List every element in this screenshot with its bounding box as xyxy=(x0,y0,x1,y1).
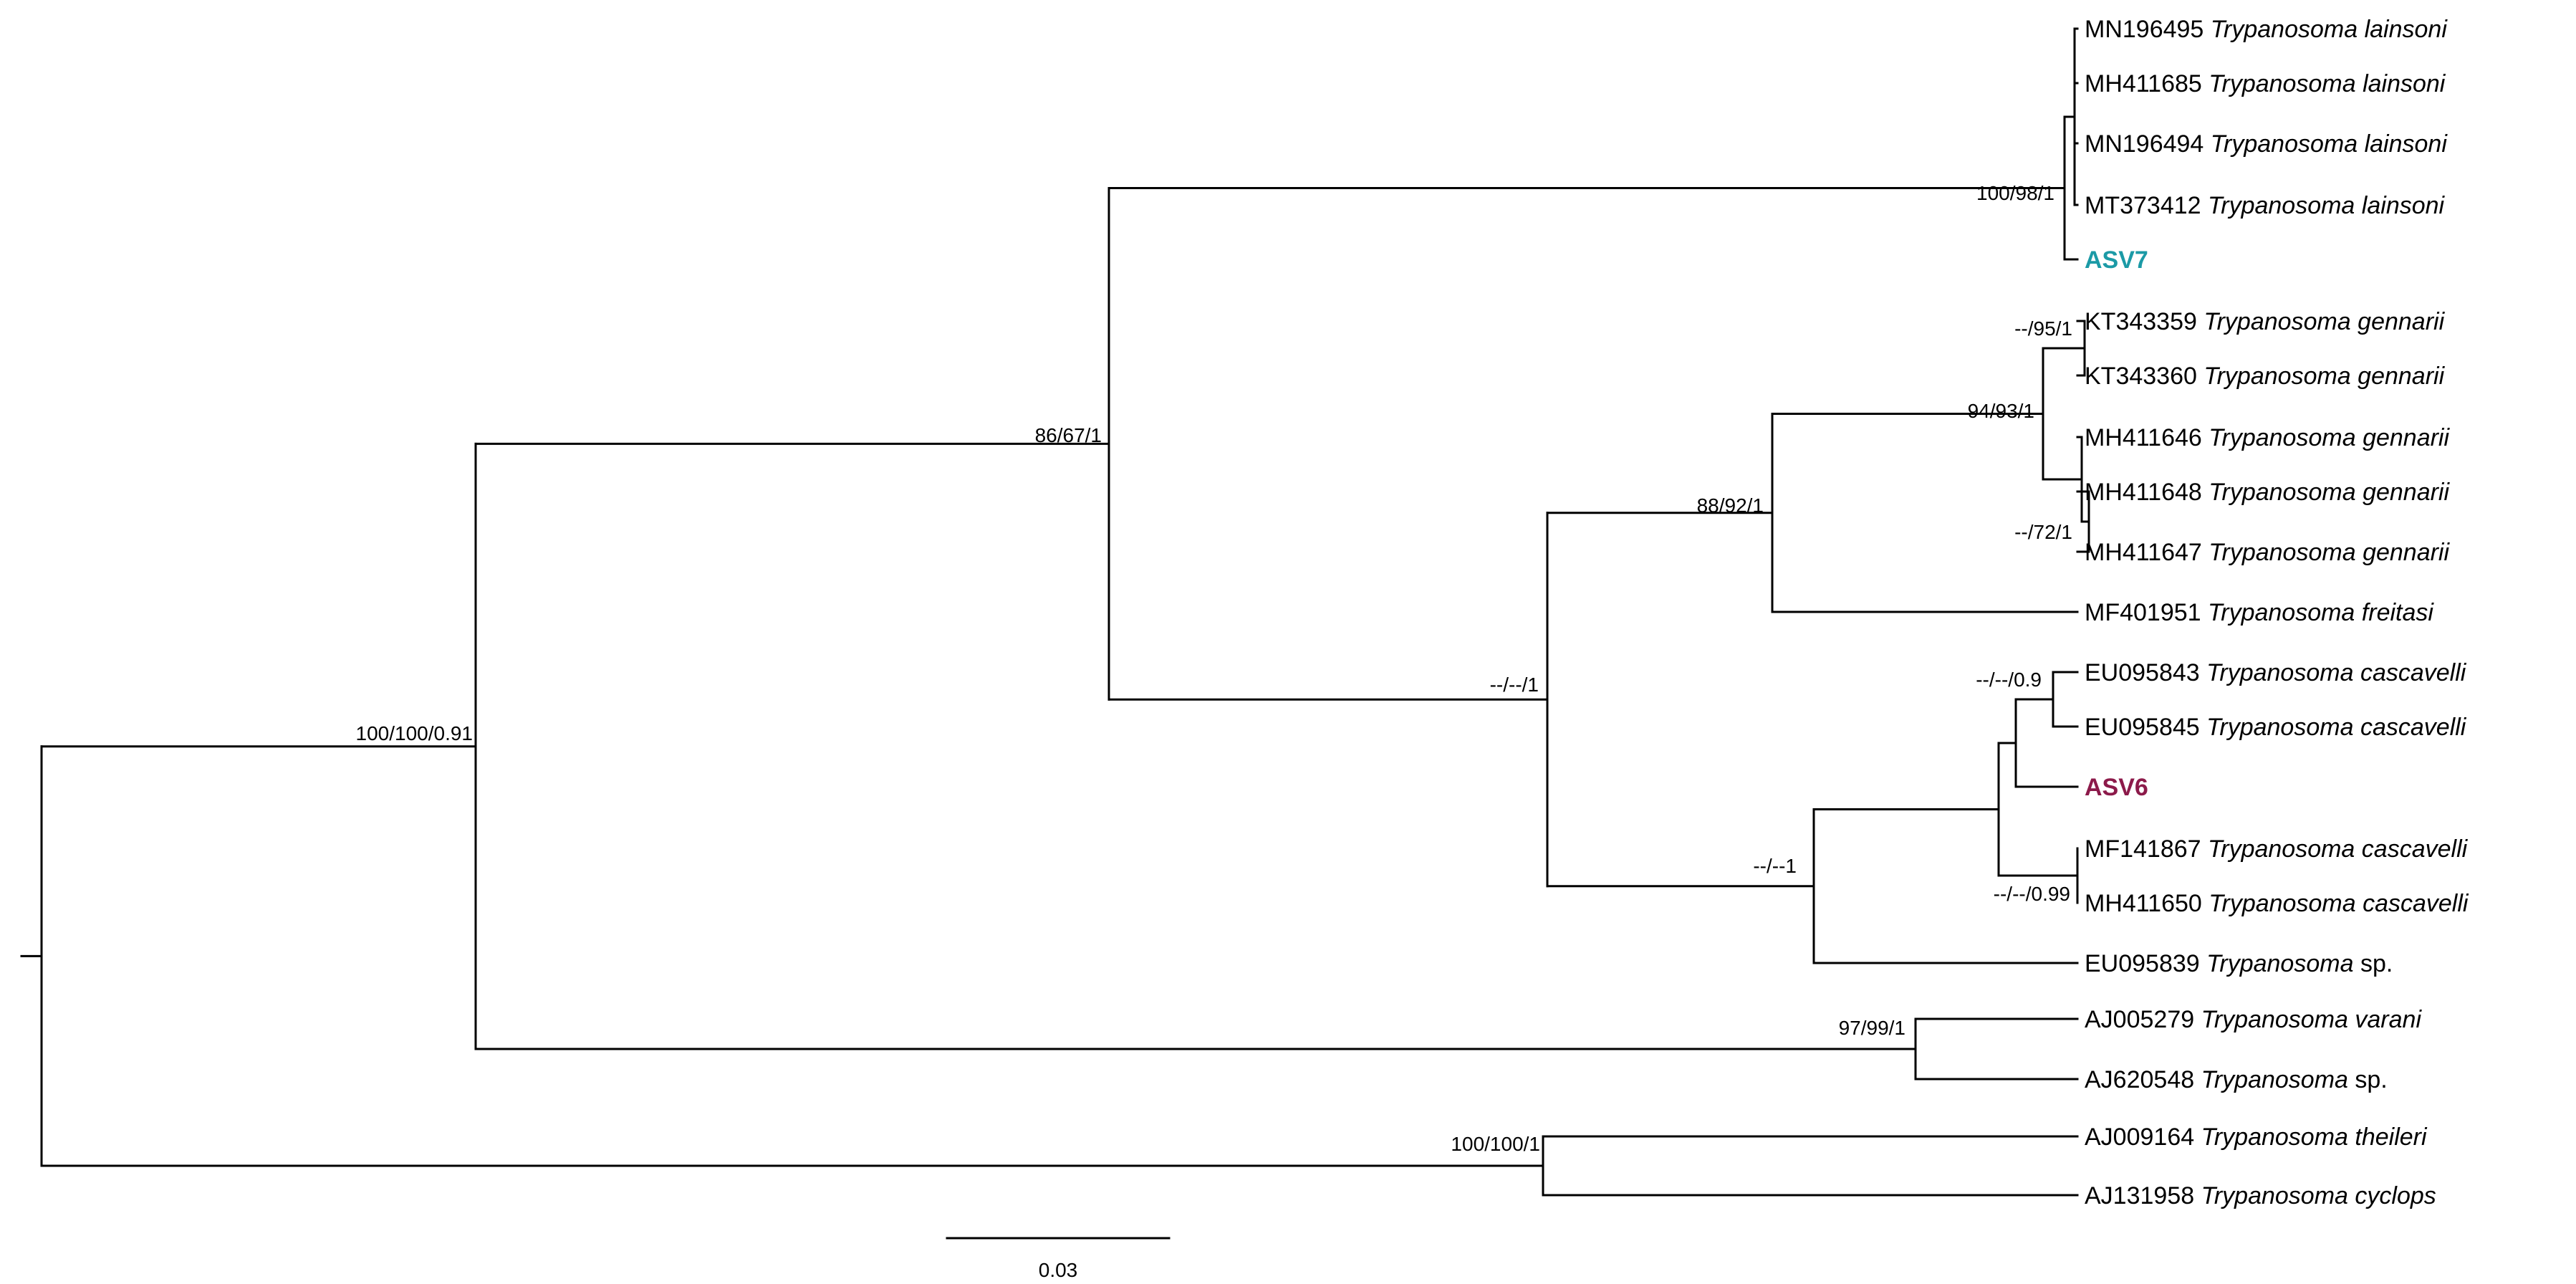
support-label-lainsoni: 100/98/1 xyxy=(1976,182,2054,204)
tip-accession: KT343360 xyxy=(2085,363,2203,390)
support-label-gennarii-freitasi: 88/92/1 xyxy=(1697,494,1764,517)
tip-genus: Trypanosoma xyxy=(2206,714,2360,741)
tip-genus: Trypanosoma xyxy=(2209,70,2363,97)
support-label-cascavelli-sp: --/--1 xyxy=(1753,855,1797,877)
support-label-mh-gennarii: --/72/1 xyxy=(2014,521,2072,543)
support-label-theileri: 100/100/1 xyxy=(1451,1133,1540,1155)
tip-genus: Trypanosoma xyxy=(2203,363,2358,390)
tip-accession: AJ009164 xyxy=(2085,1124,2201,1151)
tip-label-aj009164: AJ009164 Trypanosoma theileri xyxy=(2085,1124,2428,1151)
tip-epithet: cascavelli xyxy=(2363,890,2469,917)
tip-label-eu095845: EU095845 Trypanosoma cascavelli xyxy=(2085,714,2467,741)
tip-accession: MH411650 xyxy=(2085,890,2209,917)
tip-label-asv6: ASV6 xyxy=(2085,774,2148,801)
tip-epithet: gennarii xyxy=(2363,539,2450,566)
support-label-gennarii: 94/93/1 xyxy=(1968,400,2034,422)
tip-epithet: lainsoni xyxy=(2365,16,2448,43)
support-label-root-inner: 100/100/0.91 xyxy=(356,722,474,744)
tip-epithet: cascavelli xyxy=(2360,659,2467,686)
tip-genus: Trypanosoma xyxy=(2209,890,2363,917)
tip-label-eu095839: EU095839 Trypanosoma sp. xyxy=(2085,950,2393,977)
tip-label-mf141867: MF141867 Trypanosoma cascavelli xyxy=(2085,835,2469,863)
tip-genus: Trypanosoma xyxy=(2206,950,2360,977)
tip-genus: Trypanosoma xyxy=(2201,1066,2355,1093)
tip-epithet: gennarii xyxy=(2358,363,2445,390)
tip-genus: Trypanosoma xyxy=(2208,835,2362,863)
tip-genus: Trypanosoma xyxy=(2201,1124,2355,1151)
tip-epithet: lainsoni xyxy=(2363,70,2446,97)
scale-bar-label: 0.03 xyxy=(1039,1259,1078,1281)
tip-accession: MH411648 xyxy=(2085,479,2209,506)
tip-accession: AJ005279 xyxy=(2085,1006,2201,1033)
tip-genus: Trypanosoma xyxy=(2201,1006,2355,1033)
tip-accession: MN196494 xyxy=(2085,130,2211,158)
support-label-kt: --/95/1 xyxy=(2014,317,2072,340)
support-label-lainsoni-gennarii: 86/67/1 xyxy=(1035,424,1102,446)
tip-epithet: lainsoni xyxy=(2365,130,2448,158)
tip-accession: MH411685 xyxy=(2085,70,2209,97)
tip-accession: KT343359 xyxy=(2085,308,2203,335)
tip-label-kt343359: KT343359 Trypanosoma gennarii xyxy=(2085,308,2446,335)
tip-label-eu095843: EU095843 Trypanosoma cascavelli xyxy=(2085,659,2467,686)
tip-label-mt373412: MT373412 Trypanosoma lainsoni xyxy=(2085,192,2446,219)
tip-accession: AJ620548 xyxy=(2085,1066,2201,1093)
tip-accession: MF401951 xyxy=(2085,599,2208,626)
tip-label-aj131958: AJ131958 Trypanosoma cyclops xyxy=(2085,1182,2436,1209)
tip-accession: MF141867 xyxy=(2085,835,2208,863)
tip-label-mh411648: MH411648 Trypanosoma gennarii xyxy=(2085,479,2450,506)
tip-genus: Trypanosoma xyxy=(2208,599,2362,626)
tip-label-mn196494: MN196494 Trypanosoma lainsoni xyxy=(2085,130,2448,158)
tip-genus: Trypanosoma xyxy=(2201,1182,2355,1209)
tip-genus: Trypanosoma xyxy=(2209,539,2363,566)
tip-accession: MN196495 xyxy=(2085,16,2211,43)
tip-label-mf401951: MF401951 Trypanosoma freitasi xyxy=(2085,599,2434,626)
tip-label-aj620548: AJ620548 Trypanosoma sp. xyxy=(2085,1066,2388,1093)
tip-accession: MT373412 xyxy=(2085,192,2208,219)
tip-epithet: sp. xyxy=(2360,950,2393,977)
tip-genus: Trypanosoma xyxy=(2211,130,2365,158)
tip-accession: EU095845 xyxy=(2085,714,2206,741)
tip-label-mh411646: MH411646 Trypanosoma gennarii xyxy=(2085,424,2450,451)
tip-label-kt343360: KT343360 Trypanosoma gennarii xyxy=(2085,363,2446,390)
tip-genus: Trypanosoma xyxy=(2211,16,2365,43)
tip-epithet: cascavelli xyxy=(2360,714,2467,741)
tip-label-mh411650: MH411650 Trypanosoma cascavelli xyxy=(2085,890,2469,917)
support-label-eu-pair: --/--/0.9 xyxy=(1976,669,2042,691)
tip-epithet: varani xyxy=(2355,1006,2422,1033)
support-label-gennarii-cascavelli: --/--/1 xyxy=(1490,674,1539,696)
tip-epithet: sp. xyxy=(2355,1066,2387,1093)
tip-accession: AJ131958 xyxy=(2085,1182,2201,1209)
tip-genus: Trypanosoma xyxy=(2209,479,2363,506)
tip-epithet: gennarii xyxy=(2363,479,2450,506)
tip-genus: Trypanosoma xyxy=(2208,192,2362,219)
tip-epithet: freitasi xyxy=(2362,599,2435,626)
tip-label-aj005279: AJ005279 Trypanosoma varani xyxy=(2085,1006,2422,1033)
tip-genus: Trypanosoma xyxy=(2206,659,2360,686)
tip-accession: MH411646 xyxy=(2085,424,2209,451)
tip-epithet: theileri xyxy=(2355,1124,2428,1151)
support-label-mf-mh: --/--/0.99 xyxy=(1994,883,2070,905)
tip-label-asv7: ASV7 xyxy=(2085,246,2148,274)
tip-label-mh411685: MH411685 Trypanosoma lainsoni xyxy=(2085,70,2446,97)
tree-branches xyxy=(20,27,2090,1197)
scale-bar: 0.03 xyxy=(946,1237,1171,1281)
tip-genus: Trypanosoma xyxy=(2209,424,2363,451)
tip-epithet: gennarii xyxy=(2363,424,2450,451)
tip-genus: Trypanosoma xyxy=(2203,308,2358,335)
tip-epithet: gennarii xyxy=(2358,308,2445,335)
node-support-labels: 100/100/0.91 86/67/1 100/98/1 --/--/1 88… xyxy=(356,182,2073,1155)
tip-label-mn196495: MN196495 Trypanosoma lainsoni xyxy=(2085,16,2448,43)
tip-accession: EU095843 xyxy=(2085,659,2206,686)
tip-epithet: lainsoni xyxy=(2362,192,2446,219)
tip-label-mh411647: MH411647 Trypanosoma gennarii xyxy=(2085,539,2450,566)
tip-epithet: cascavelli xyxy=(2362,835,2469,863)
tip-accession: EU095839 xyxy=(2085,950,2206,977)
tip-epithet: cyclops xyxy=(2355,1182,2436,1209)
support-label-varani: 97/99/1 xyxy=(1839,1017,1905,1039)
tip-accession: MH411647 xyxy=(2085,539,2209,566)
